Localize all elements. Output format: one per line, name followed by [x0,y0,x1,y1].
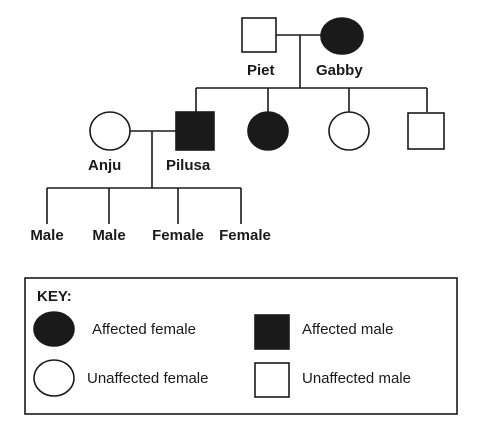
key-affected-male-label: Affected male [302,321,393,338]
key-unaffected-female-symbol [33,359,75,397]
piet-label: Piet [247,62,275,79]
child-label-4: Female [219,227,271,244]
gabby-label: Gabby [316,62,363,79]
child-label-2: Male [92,227,125,244]
child-label-3: Female [152,227,204,244]
key-affected-male-symbol [254,314,290,350]
key-affected-female-symbol [33,311,75,347]
key-unaffected-male-symbol [254,362,290,398]
key-border [24,277,458,415]
key-affected-female-label: Affected female [92,321,196,338]
key-unaffected-female-label: Unaffected female [87,370,208,387]
gabby-affected-female-symbol [320,17,364,55]
key-unaffected-male-label: Unaffected male [302,370,411,387]
key-box: KEY: Affected female Affected male Unaff… [24,277,458,415]
key-title: KEY: [37,288,72,305]
anju-unaffected-female-symbol [89,111,131,151]
pilusa-affected-male-symbol [175,111,215,151]
sibling-unaffected-female-symbol [328,111,370,151]
pilusa-label: Pilusa [166,157,211,174]
sibling-affected-female-symbol [247,111,289,151]
sibling-unaffected-male-symbol [407,112,445,150]
anju-label: Anju [88,157,121,174]
piet-unaffected-male-symbol [241,17,277,53]
child-label-1: Male [30,227,63,244]
